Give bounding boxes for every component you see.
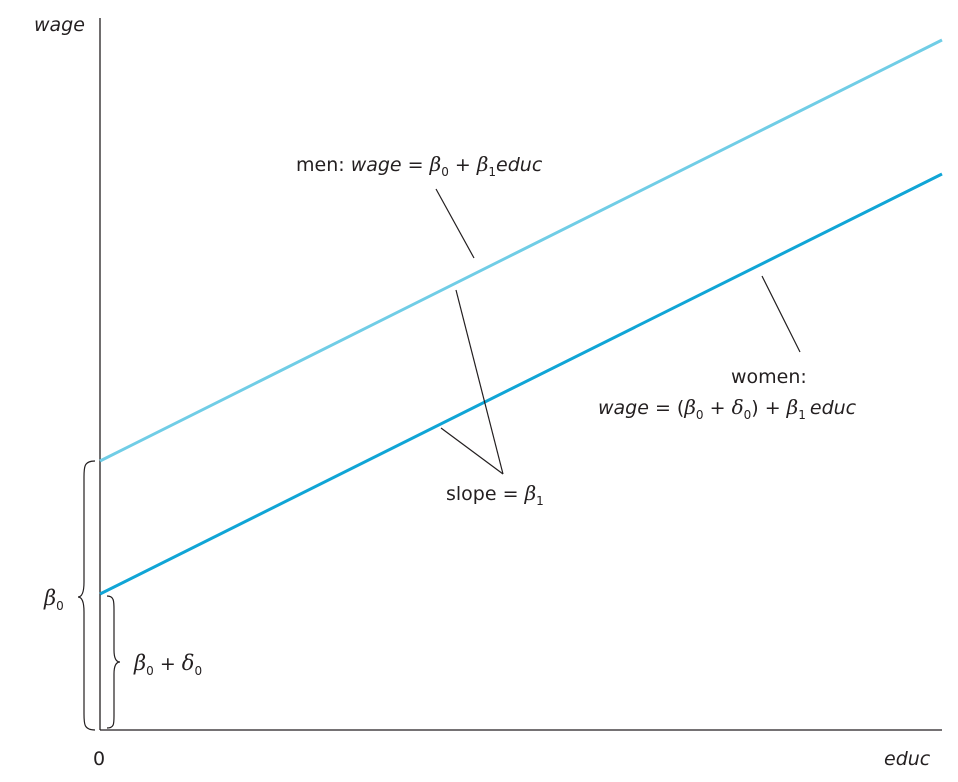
slope-leader-women <box>440 427 504 475</box>
beta0-brace <box>77 460 96 731</box>
y-axis-label: wage <box>34 14 85 36</box>
women-beta-symbol: β <box>683 395 696 419</box>
men-beta-symbol: β <box>429 152 442 176</box>
men-beta-sub0: 0 <box>441 165 449 179</box>
beta0-label: β0 <box>43 586 64 613</box>
men-plus: + <box>449 154 477 176</box>
men-wage-var: wage <box>351 154 402 176</box>
slope-leader-men <box>455 289 504 475</box>
beta0-symbol: β <box>43 586 56 610</box>
women-leader-line <box>761 275 801 353</box>
women-title-label: women: <box>731 366 807 388</box>
men-prefix: men: <box>296 154 351 176</box>
bd-beta-symbol: β <box>133 651 146 675</box>
origin-label: 0 <box>93 748 105 770</box>
slope-beta-symbol: β <box>524 481 537 505</box>
beta0-delta0-brace <box>106 595 121 729</box>
men-beta1-symbol: β <box>476 152 489 176</box>
women-eq-open: = ( <box>649 397 684 419</box>
women-plus: + <box>704 397 732 419</box>
women-beta-sub0: 0 <box>696 408 704 422</box>
slope-beta-sub1: 1 <box>536 494 544 508</box>
women-wage-var: wage <box>598 397 649 419</box>
beta0-delta0-label: β0 + δ0 <box>133 651 202 678</box>
women-beta1-symbol: β <box>786 395 799 419</box>
men-beta-sub1: 1 <box>488 165 496 179</box>
women-delta-symbol: δ <box>732 395 744 419</box>
men-equals: = <box>402 154 430 176</box>
slope-label: slope = β1 <box>446 481 544 508</box>
bd-plus: + <box>154 653 182 675</box>
women-beta-sub1: 1 <box>798 408 806 422</box>
beta0-sub0: 0 <box>56 599 64 613</box>
women-line <box>99 172 943 596</box>
men-line <box>99 38 943 463</box>
men-equation-label: men: wage = β0 + β1educ <box>296 152 543 179</box>
men-leader-line <box>435 188 475 259</box>
men-educ-var: educ <box>496 154 543 176</box>
bd-delta-sub0: 0 <box>194 664 202 678</box>
x-axis-label: educ <box>884 748 931 770</box>
women-close-plus: ) + <box>751 397 786 419</box>
women-delta-sub0: 0 <box>744 408 752 422</box>
slope-text: slope = <box>446 483 525 505</box>
bd-delta-symbol: δ <box>182 651 195 675</box>
women-educ-var: educ <box>810 397 857 419</box>
bd-beta-sub0: 0 <box>146 664 154 678</box>
